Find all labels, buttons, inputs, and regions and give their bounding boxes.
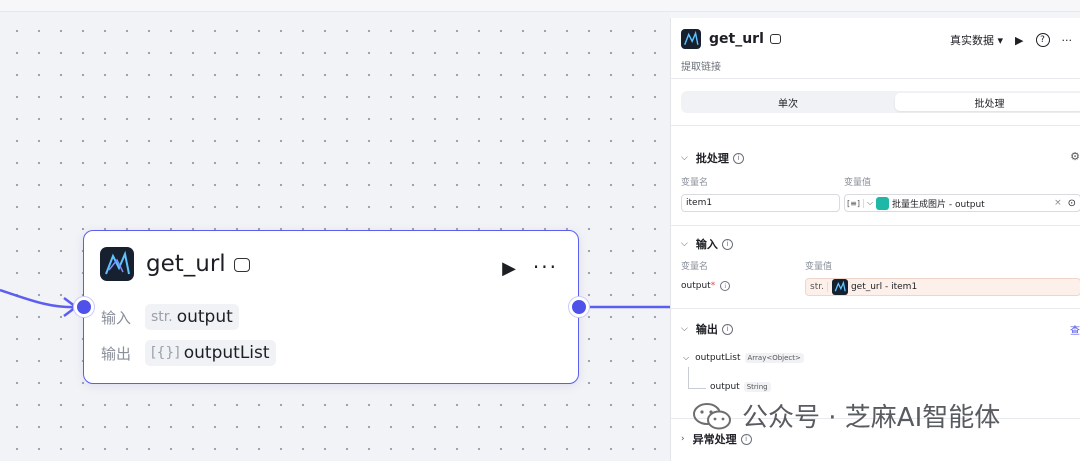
output-port[interactable] xyxy=(569,297,589,317)
tab-batch[interactable]: 批处理 xyxy=(895,93,1080,111)
chevron-down-icon: ⌵ xyxy=(681,153,688,163)
divider xyxy=(671,225,1080,226)
divider xyxy=(671,418,1080,419)
info-icon: i xyxy=(721,238,733,250)
app-logo-icon xyxy=(100,247,134,281)
plugin-tag-icon xyxy=(769,34,781,44)
panel-app-logo-icon xyxy=(681,29,701,49)
input-param-label: output* i xyxy=(681,281,731,291)
input-variable-chip: str. output xyxy=(145,304,239,330)
array-object-type-icon: [{}] xyxy=(151,345,180,361)
run-icon[interactable]: ▶ xyxy=(1015,33,1024,47)
batch-col-name-label: 变量名 xyxy=(681,178,709,188)
node-input-row: 输入 str. output xyxy=(101,304,239,330)
chevron-right-icon: › xyxy=(681,434,685,444)
run-node-icon[interactable]: ▶ xyxy=(502,258,516,279)
chevron-down-icon: ⌵ xyxy=(683,353,690,362)
output-child-row: output String xyxy=(710,382,771,392)
output-list-row[interactable]: ⌵ outputList Array<Object> xyxy=(683,353,804,363)
divider xyxy=(671,125,1080,126)
tab-single[interactable]: 单次 xyxy=(778,98,798,110)
watermark-text: 公众号 · 芝麻AI智能体 xyxy=(742,403,1001,433)
input-variable-name: output xyxy=(176,307,233,327)
info-icon: i xyxy=(720,281,731,291)
type-badge: Array<Object> xyxy=(744,353,804,363)
batch-var-value-field[interactable]: [≡] ⌵ 批量生成图片 - output × ⊙ xyxy=(844,194,1080,212)
type-badge: String xyxy=(743,382,771,392)
incoming-edge xyxy=(0,288,77,309)
settings-gear-icon[interactable]: ⚙ xyxy=(1070,150,1080,163)
divider xyxy=(671,308,1080,309)
string-type-icon: str. xyxy=(810,282,828,292)
more-options-icon[interactable]: ··· xyxy=(532,255,558,279)
chevron-down-icon: ⌵ xyxy=(681,239,688,249)
panel-subtitle: 提取链接 xyxy=(681,62,721,73)
top-toolbar-strip xyxy=(0,0,1080,12)
tree-connector xyxy=(688,367,706,389)
output-variable-name: outputList xyxy=(183,343,270,363)
info-icon: i xyxy=(732,152,744,164)
batch-col-value-label: 变量值 xyxy=(844,178,872,188)
batch-source-ref: 批量生成图片 - output xyxy=(892,199,985,210)
output-variable-chip: [{}] outputList xyxy=(145,340,276,366)
divider xyxy=(671,78,1080,79)
wechat-icon xyxy=(692,401,732,431)
info-icon: i xyxy=(740,433,752,445)
mode-tabs: 单次 批处理 xyxy=(681,91,1080,113)
info-icon: i xyxy=(721,323,733,335)
input-col-value-label: 变量值 xyxy=(805,262,833,272)
image-gen-node-icon xyxy=(876,196,890,210)
get-url-node[interactable]: get_url ▶ ··· 输入 str. output 输出 [{}] out… xyxy=(83,230,579,384)
node-output-row: 输出 [{}] outputList xyxy=(101,340,276,366)
app-logo-icon xyxy=(831,279,848,295)
plugin-tag-icon xyxy=(233,258,250,272)
input-port[interactable] xyxy=(74,297,94,317)
string-type-icon: str. xyxy=(151,309,173,325)
var-type-select[interactable]: [≡] xyxy=(847,198,864,208)
chevron-down-icon[interactable]: ⌵ xyxy=(866,198,874,207)
view-output-link[interactable]: 查 xyxy=(1070,326,1080,337)
input-col-name-label: 变量名 xyxy=(681,262,709,272)
target-icon[interactable]: ⊙ xyxy=(1067,197,1076,209)
clear-icon[interactable]: × xyxy=(1054,198,1062,208)
batch-var-name-input[interactable]: item1 xyxy=(681,194,840,212)
help-icon[interactable]: ? xyxy=(1035,33,1050,47)
wechat-watermark: 公众号 · 芝麻AI智能体 xyxy=(692,397,1000,434)
output-label: 输出 xyxy=(101,344,132,363)
panel-title: get_url xyxy=(709,31,764,47)
more-options-icon[interactable]: ··· xyxy=(1061,33,1073,47)
node-title: get_url xyxy=(146,251,226,277)
input-param-value-field[interactable]: str. get_url - item1 xyxy=(805,278,1080,296)
input-param-ref: get_url - item1 xyxy=(850,282,918,292)
input-label: 输入 xyxy=(101,308,132,327)
data-mode-select[interactable]: 真实数据 ▾ xyxy=(950,34,1004,47)
chevron-down-icon: ⌵ xyxy=(681,324,688,334)
